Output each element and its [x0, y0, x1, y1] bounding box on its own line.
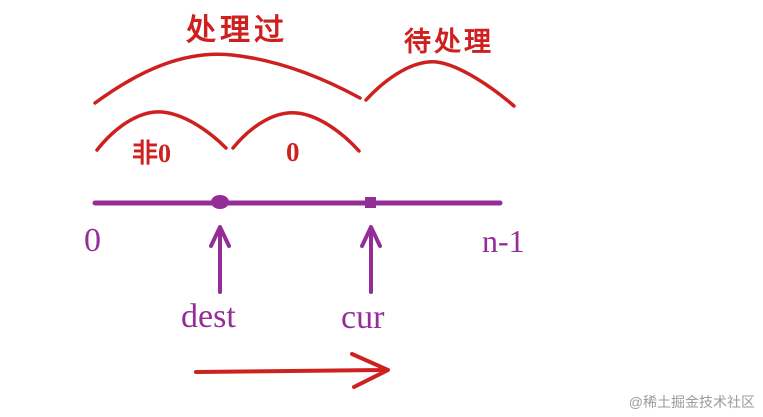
- dest-pointer-arrow: [209, 225, 231, 294]
- label-axis-end: n-1: [482, 223, 525, 259]
- label-nonzero: 非0: [132, 139, 172, 168]
- zero-region-arc: [231, 111, 361, 153]
- label-axis-start: 0: [84, 222, 101, 259]
- watermark: @稀土掘金技术社区: [628, 394, 755, 410]
- label-pending: 待处理: [404, 27, 494, 57]
- label-dest-pointer: dest: [181, 298, 236, 335]
- pending-region-arc: [364, 60, 516, 108]
- label-cur-pointer: cur: [341, 299, 385, 336]
- nonzero-region-arc: [95, 110, 228, 152]
- scan-direction-arrow: [194, 352, 390, 389]
- label-zero: 0: [286, 137, 300, 167]
- label-processed: 处理过: [186, 14, 288, 47]
- cur-marker-square: [365, 197, 376, 208]
- dest-marker-dot: [211, 195, 229, 209]
- processed-region-arc: [93, 52, 362, 105]
- cur-pointer-arrow: [360, 225, 382, 294]
